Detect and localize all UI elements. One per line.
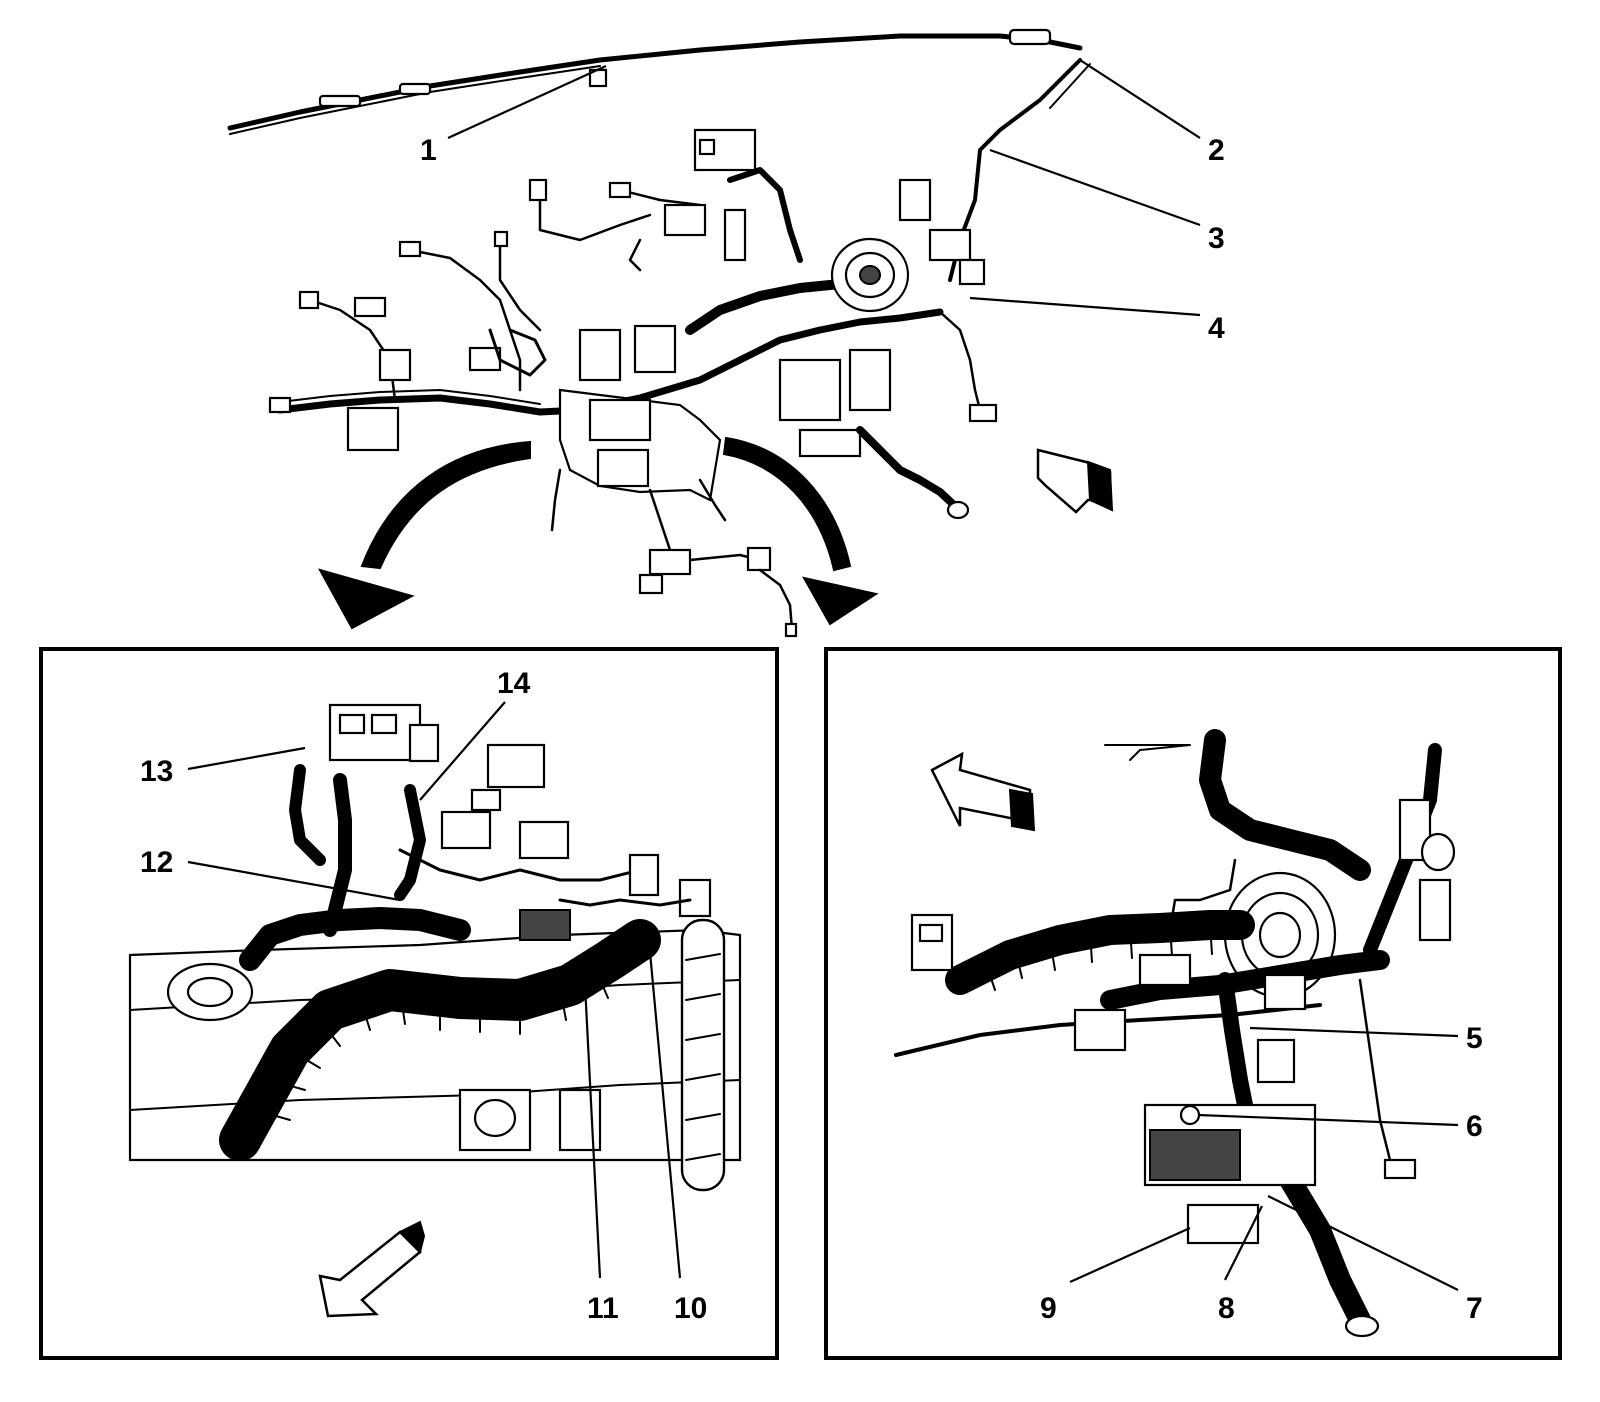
callout-labels: 1 2 3 4 5 6 7 8 9 10 11 12 13 14 [140, 134, 1483, 1325]
connector-dark [519, 909, 571, 941]
right-module-a [778, 358, 842, 422]
lower-connector-left [648, 548, 692, 576]
harness-end-left [268, 396, 292, 414]
roof-connector-mid [398, 82, 432, 96]
connector-right-lower-detail [1418, 878, 1452, 942]
module-grille [1149, 1129, 1241, 1181]
forward-arrow-left-detail [318, 1220, 426, 1318]
connector-center-left [1073, 1008, 1127, 1052]
callout-2: 2 [1208, 134, 1225, 167]
connector-upper-b [440, 810, 492, 850]
zoom-arrow-right [722, 436, 879, 626]
connector-right-upper-detail [1398, 798, 1432, 862]
connector-upper-d [628, 853, 660, 897]
overview-harness [227, 28, 1091, 638]
leader-lines [187, 59, 1459, 1291]
right-module-c [798, 428, 862, 458]
center-module-lower [596, 448, 650, 488]
callout-9: 9 [1040, 1292, 1057, 1325]
connector-center-top [1138, 953, 1192, 987]
module-top [693, 128, 757, 172]
callout-11: 11 [587, 1292, 619, 1325]
callout-6: 6 [1466, 1110, 1483, 1143]
connector-center-right [1263, 973, 1307, 1011]
callout-1: 1 [420, 134, 437, 167]
connector-right-upper [898, 178, 932, 222]
connector-left-mid [378, 348, 412, 382]
callout-10: 10 [674, 1292, 707, 1325]
forward-arrow-overview [1036, 448, 1114, 514]
module-fastener [1179, 1104, 1201, 1126]
detail-left-harness [128, 703, 742, 1192]
callout-4: 4 [1208, 312, 1225, 345]
vertical-loom [680, 918, 726, 1192]
center-module-mid [588, 398, 652, 442]
module-left [346, 406, 400, 452]
callout-14: 14 [497, 667, 531, 700]
roof-connector-left [318, 94, 362, 108]
roof-connector-right [1008, 28, 1052, 46]
callout-3: 3 [1208, 222, 1225, 255]
callout-12: 12 [140, 846, 173, 879]
center-module-upper-right [633, 324, 677, 374]
detail-frame-right [824, 647, 1562, 1360]
zoom-arrow-left [317, 440, 531, 630]
callout-5: 5 [1466, 1022, 1483, 1055]
detail-right-harness [894, 729, 1456, 1338]
forward-arrow-right-detail [930, 751, 1036, 832]
connector-5 [1256, 1038, 1296, 1084]
right-module-b [848, 348, 892, 412]
connector-upper-a [486, 743, 546, 789]
center-module-upper-left [578, 328, 622, 382]
connector-upper-c [518, 820, 570, 860]
connector-upper-center [663, 203, 707, 237]
connector-right-mid [928, 228, 972, 262]
callout-8: 8 [1218, 1292, 1235, 1325]
connector-left-side [910, 913, 954, 972]
callout-7: 7 [1466, 1292, 1483, 1325]
connector-right-lower [968, 403, 998, 423]
callout-13: 13 [140, 755, 173, 788]
